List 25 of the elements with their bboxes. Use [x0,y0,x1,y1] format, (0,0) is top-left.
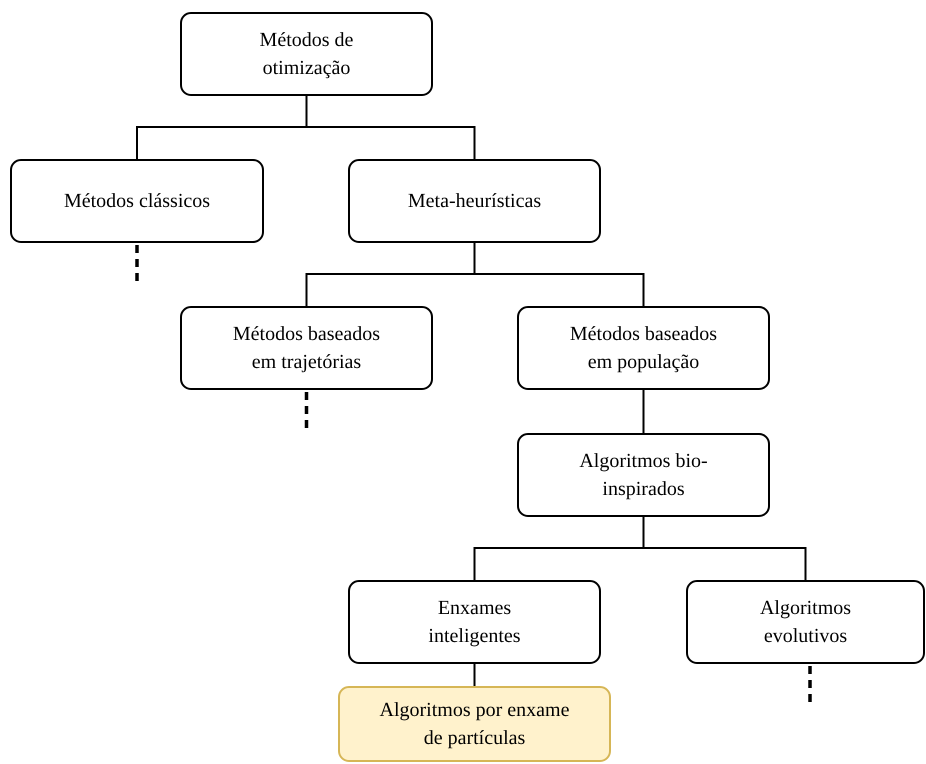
process-box [348,580,601,664]
process-box [338,686,611,762]
process-box [686,580,925,664]
node-label: Métodos de otimização [258,28,354,81]
continuation-line [808,666,812,702]
node-label: Métodos baseados em trajetórias [232,322,382,375]
continuation-line [304,392,308,428]
process-box [180,306,433,390]
node-label: Algoritmos bio-inspirados [578,449,709,502]
connector-line [642,517,806,580]
node-label: Algoritmos por enxame de partículas [380,698,570,751]
process-box [517,433,770,517]
connector-line [306,96,476,159]
connector-line [642,390,644,433]
node-label: Métodos clássicos [64,189,210,214]
continuation-line [135,245,139,281]
connector-line [474,664,476,686]
node-label: Algoritmos evolutivos [758,596,852,649]
node-label: Métodos baseados em população [568,322,718,375]
process-box [10,159,264,243]
node-label: Meta-heurísticas [408,189,542,214]
process-box [180,12,433,96]
process-box [348,159,601,243]
node-label: Enxames inteligentes [427,596,522,649]
process-box [517,306,770,390]
